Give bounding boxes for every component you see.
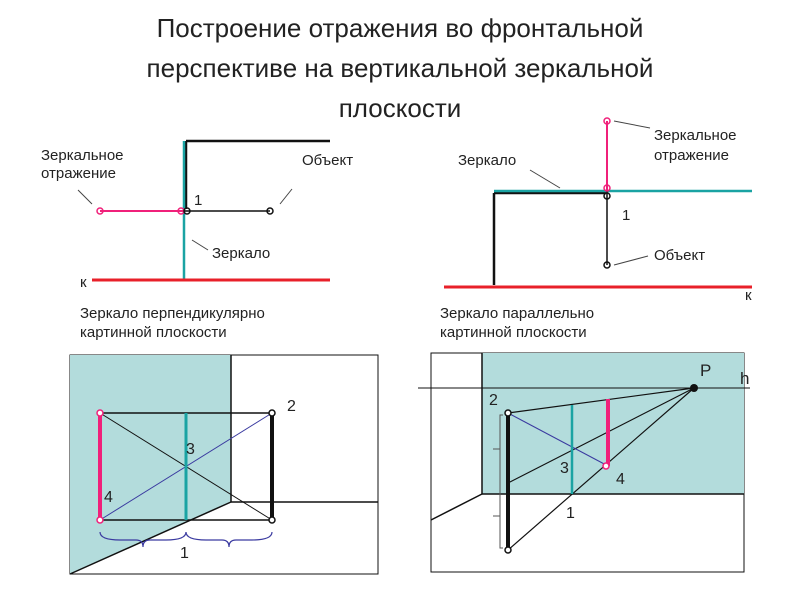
bl-floor-diagonal [69,501,232,575]
bl-point-tr [268,409,276,417]
tr-caption-1: Зеркало параллельно [440,305,594,322]
tl-k-label: к [80,274,87,291]
top-left-diagram: Зеркальное отражение Объект 1 Зеркало к … [41,139,353,341]
br-point-4 [602,462,610,470]
tr-k-label: к [745,287,752,304]
tl-reflection-label-1: Зеркальное [41,147,124,164]
br-vp-line-bottom [507,387,695,551]
tl-arrow-mirror [191,239,209,251]
bl-point-br [268,516,276,524]
tl-point-label: 1 [194,192,202,209]
br-label-h: h [740,369,749,388]
br-label-2: 2 [489,392,498,409]
tr-reflection-point [603,117,611,125]
bottom-right-diagram: P h 2 3 4 1 [418,352,750,573]
tl-caption-2: картинной плоскости [80,324,227,341]
tr-mirror-point-black [603,192,611,200]
br-vp-line-top [507,387,695,414]
br-mirror-plane [482,353,744,494]
tr-mirror-point-pink [603,184,611,192]
tl-reflection-label-2: отражение [41,165,116,182]
bl-label-3: 3 [186,441,195,458]
bl-label-2: 2 [287,398,296,415]
tr-object-point [603,261,611,269]
br-blue-diagonal [507,412,609,467]
tl-arrow-reflection [77,189,93,205]
br-vp-line-mid [507,387,695,484]
br-label-1: 1 [566,505,575,522]
br-floor-diagonal [430,493,483,521]
tr-caption-2: картинной плоскости [440,324,587,341]
tl-caption-1: Зеркало перпендикулярно [80,305,265,322]
title-line-3: плоскости [338,93,462,123]
bl-label-4: 4 [104,489,113,506]
br-left-brace [499,414,503,549]
bl-point-bl [96,516,104,524]
tl-reflection-point [96,207,104,215]
tr-object-label: Объект [654,247,705,264]
tr-mirror-label: Зеркало [458,152,516,169]
bl-point-tl [96,409,104,417]
tr-arrow-reflection [613,120,651,129]
tr-reflection-label-2: отражение [654,147,729,164]
br-point-top [504,409,512,417]
tr-point-label: 1 [622,207,630,224]
br-label-4: 4 [616,471,625,488]
tl-mirror-label: Зеркало [212,245,270,262]
tr-arrow-mirror [529,169,561,189]
tr-arrow-object [613,255,649,266]
title-line-2: перспективе на вертикальной зеркальной [146,53,654,83]
tr-reflection-label-1: Зеркальное [654,127,737,144]
tl-mirror-point-black [183,207,191,215]
title-line-1: Построение отражения во фронтальной [156,13,644,43]
br-label-3: 3 [560,460,569,477]
br-vanishing-point [690,384,698,392]
bl-brace [99,531,273,548]
tl-object-label: Объект [302,152,353,169]
br-label-P: P [700,361,711,380]
bottom-left-diagram: 2 3 4 1 [69,354,379,575]
tl-object-point [266,207,274,215]
br-point-bottom [504,546,512,554]
tl-arrow-object [279,188,293,205]
bl-label-1: 1 [180,545,189,562]
top-right-diagram: Зеркало Зеркальное отражение 1 Объект к … [440,117,752,341]
page-title: Построение отражения во фронтальной перс… [60,8,740,128]
